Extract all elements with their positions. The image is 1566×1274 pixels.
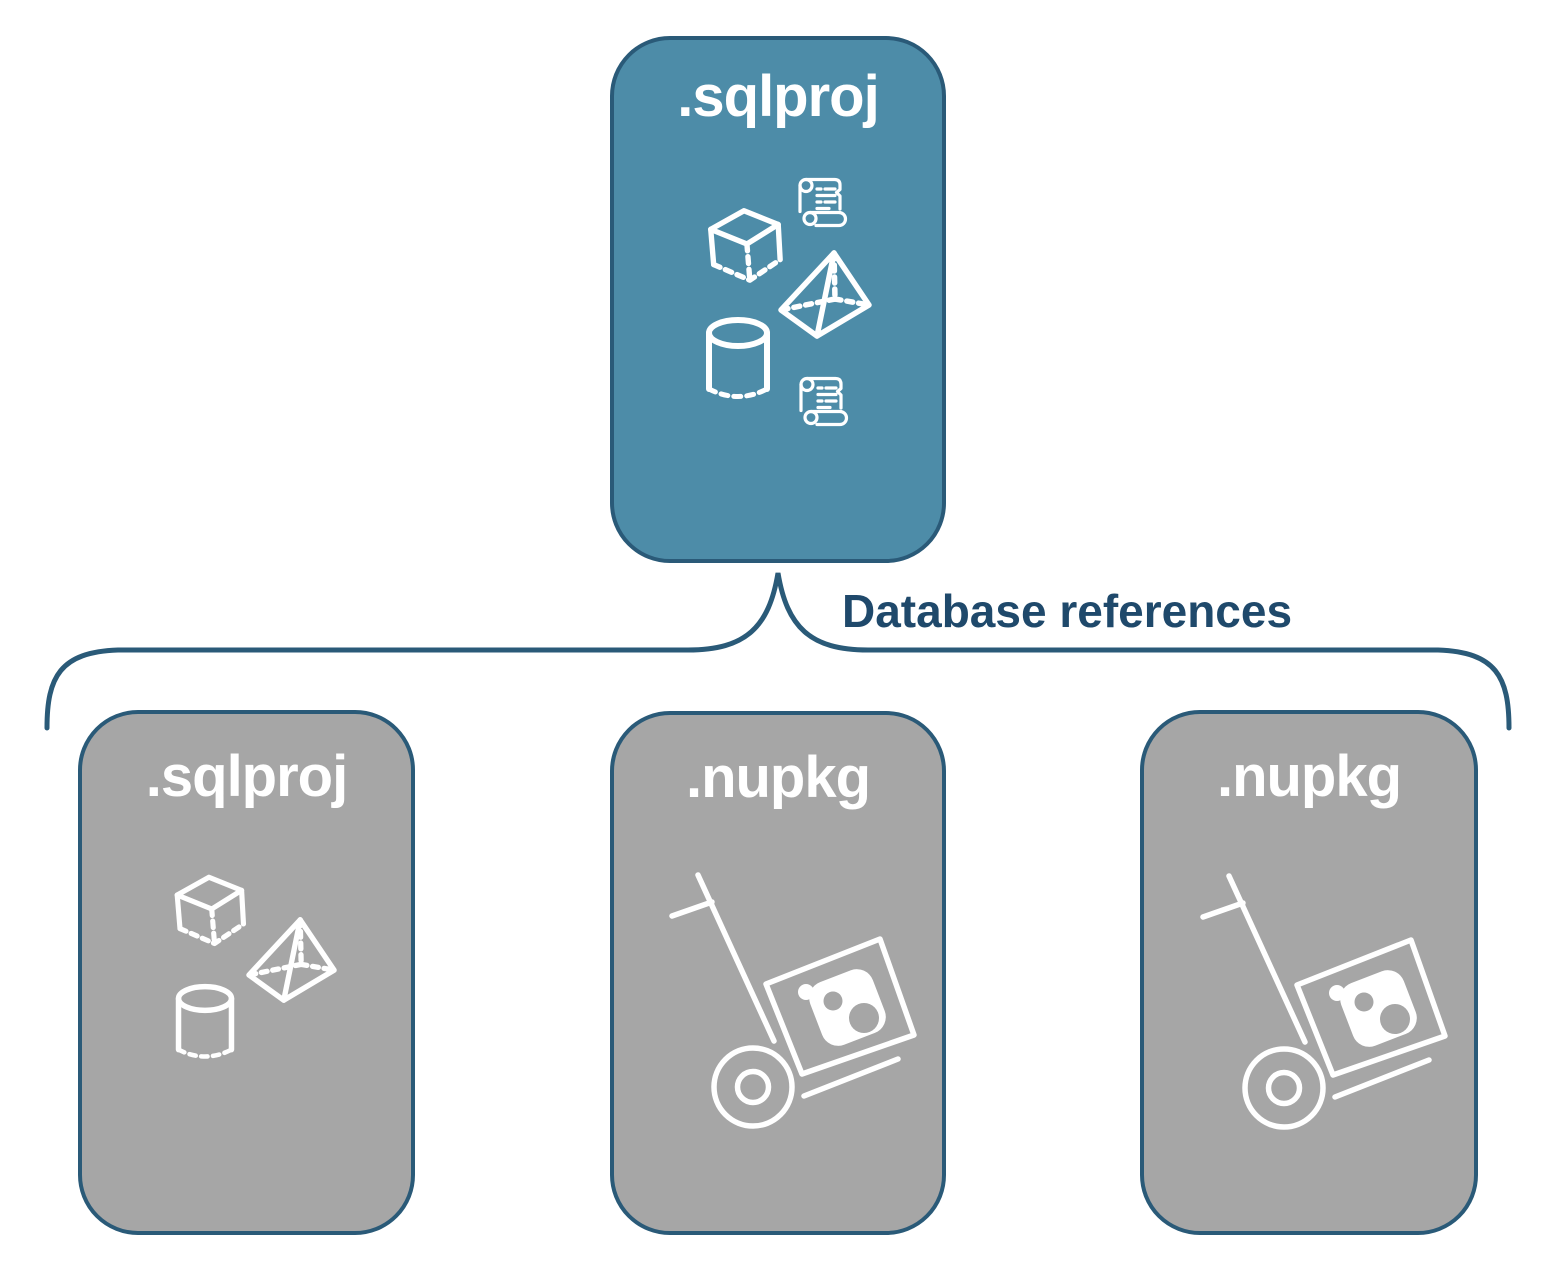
edge-label: Database references [842, 585, 1293, 637]
cylinder-icon [175, 983, 235, 1059]
node-title: .nupkg [685, 745, 871, 810]
node-title: .sqlproj [677, 64, 879, 129]
nuget-hand-truck-icon [669, 872, 917, 1129]
pyramid-icon [778, 250, 872, 339]
child-node-nupkg-1: .nupkg [610, 711, 946, 1235]
node-title: .sqlproj [145, 744, 348, 809]
cylinder-icon [706, 317, 770, 399]
cube-icon [174, 874, 247, 947]
child-node-sqlproj: .sqlproj [78, 710, 415, 1235]
root-node-sqlproj: .sqlproj [610, 36, 946, 563]
node-title: .nupkg [1216, 744, 1402, 809]
script-scroll-icon [798, 177, 848, 228]
brace-connector [44, 572, 1512, 731]
script-scroll-icon [799, 376, 849, 427]
nuget-hand-truck-icon [1200, 873, 1448, 1130]
pyramid-icon [246, 917, 337, 1003]
child-node-nupkg-2: .nupkg [1140, 710, 1478, 1235]
cube-icon [708, 208, 783, 283]
